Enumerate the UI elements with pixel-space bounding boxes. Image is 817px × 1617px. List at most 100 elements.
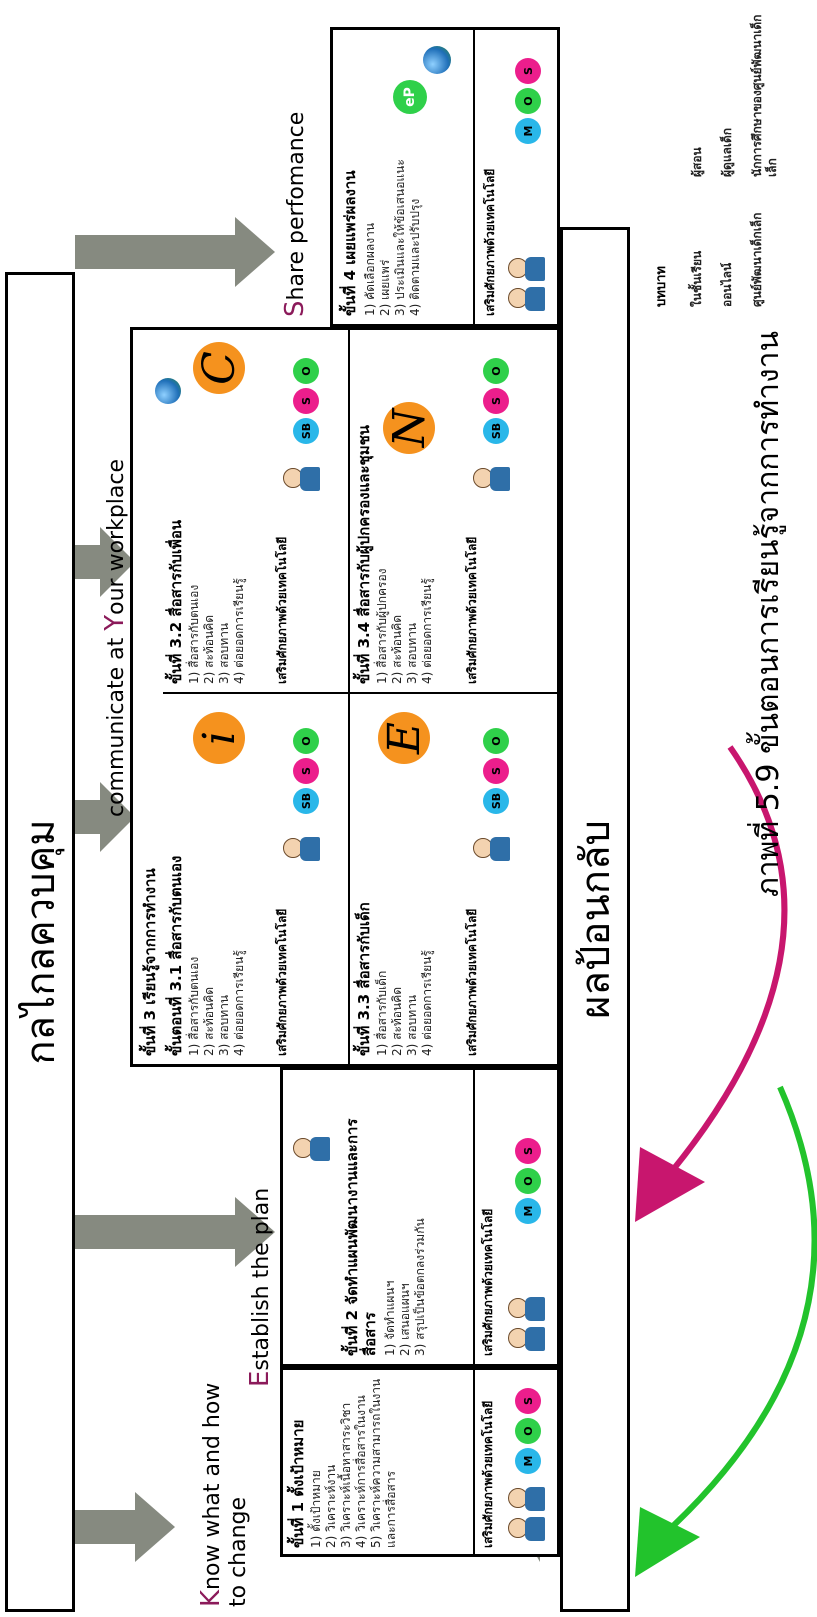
step4-item: 1) คัดเลือกผลงาน <box>363 222 377 316</box>
teacher-icon <box>283 834 321 864</box>
step4-item: 4) ติดตามและปรับปรุง <box>408 198 422 316</box>
badge-sb: SB <box>483 418 509 444</box>
step33-item: 2) สะท้อนคิด <box>390 986 404 1056</box>
step32-tech-label: เสริมศักยภาพด้วยเทคโนโลยี <box>275 536 289 684</box>
step34-title: ขั้นที่ 3.4 สื่อสารกับผู้ปกครองและชุมชน <box>355 424 373 684</box>
letter-circle-c: C <box>193 342 245 394</box>
step1-item: 3) วิเคราะห์เนื้อหาสาระวิชา <box>339 1402 353 1548</box>
globe-icon <box>155 378 181 404</box>
teacher-icon <box>508 1514 546 1544</box>
feedback-bar: ผลป้อนกลับ <box>560 227 630 1612</box>
green-arrowhead <box>635 1507 700 1577</box>
step1-item: 1) ตั้งเป้าหมาย <box>309 1470 323 1548</box>
legend: บทบาท ในชั้นเรียน ออนไลน์ ศูนย์พัฒนาเด็ก… <box>650 7 810 367</box>
phase-establish-rest: stablish the plan <box>249 1187 274 1371</box>
globe-icon <box>423 46 451 74</box>
step2-item: 3) สรุปเป็นข้อตกลงร่วมกัน <box>413 1218 427 1356</box>
step1-item: 2) วิเคราะห์งาน <box>324 1464 338 1548</box>
badge-s: S <box>483 388 509 414</box>
step31-item: 4) ต่อยอดการเรียนรู้ <box>232 950 246 1056</box>
letter-circle-e: E <box>378 712 430 764</box>
teacher-icon <box>508 284 546 314</box>
teacher-icon <box>508 1294 546 1324</box>
badge-o: O <box>515 88 541 114</box>
step2-item: 1) จัดทำแผนฯ <box>383 1280 397 1356</box>
phase-communicate-rest: our workplace <box>104 458 129 615</box>
teacher-icon <box>508 254 546 284</box>
step33-item: 4) ต่อยอดการเรียนรู้ <box>420 950 434 1056</box>
step1-divider <box>473 1370 475 1554</box>
badge-sb: SB <box>293 418 319 444</box>
phase-know-rest: now what and how <box>200 1382 225 1590</box>
badge-m: M <box>515 1198 541 1224</box>
figure-caption: ภาพที่ 5.9 ขั้นตอนการเรียนรู้จากการทำงาน <box>751 330 786 897</box>
step34-item: 1) สื่อสารกับผู้ปกครอง <box>375 568 389 684</box>
step34-tech-label: เสริมศักยภาพด้วยเทคโนโลยี <box>465 536 479 684</box>
phase-share-heading: Share perfomance <box>280 97 310 317</box>
step2-item: 2) เสนอแผนฯ <box>398 1283 412 1356</box>
badge-s: S <box>483 758 509 784</box>
step31-title: ขั้นตอนที่ 3.1 สื่อสารกับตนเอง <box>167 855 185 1056</box>
magenta-curve-arrow <box>647 745 788 1199</box>
teacher-icon <box>283 464 321 494</box>
step33-title: ขั้นที่ 3.3 สื่อสารกับเด็ก <box>355 902 373 1056</box>
step32-title: ขั้นที่ 3.2 สื่อสารกับเพื่อน <box>167 519 185 684</box>
legend-item: ผู้สอน <box>690 147 704 177</box>
step1-item: 4) วิเคราะห์การสื่อสารในงาน <box>354 1395 368 1548</box>
step31-item: 1) สื่อสารกับตนเอง <box>187 956 201 1056</box>
phase-know-cap: K <box>196 1589 226 1607</box>
step4-item: 2) เผยแพร่ <box>378 259 392 316</box>
step31-tech-label: เสริมศักยภาพด้วยเทคโนโลยี <box>275 908 289 1056</box>
control-bar-label: กลไกลควบคุม <box>18 819 64 1065</box>
step4-box: ขั้นที่ 4 เผยแพร่ผลงาน 1) คัดเลือกผลงาน … <box>330 27 560 327</box>
badge-o: O <box>515 1418 541 1444</box>
phase-establish-heading: Establish the plan <box>245 1127 275 1387</box>
letter-circle-i: i <box>193 712 245 764</box>
badge-sb: SB <box>483 788 509 814</box>
control-bar: กลไกลควบคุม <box>5 272 75 1612</box>
step34-item: 4) ต่อยอดการเรียนรู้ <box>420 578 434 684</box>
step31-item: 3) สอบทาน <box>217 994 231 1056</box>
phase-know-line2: to change <box>226 1496 251 1607</box>
legend-item: ในชั้นเรียน <box>690 250 704 307</box>
phase-establish-cap: E <box>245 1370 275 1387</box>
feedback-curves <box>635 745 817 1577</box>
step32-item: 3) สอบทาน <box>217 622 231 684</box>
badge-m: M <box>515 1448 541 1474</box>
step3-vdivider <box>163 692 559 694</box>
legend-item: นักการศึกษาของศูนย์พัฒนาเด็กเล็ก <box>750 14 779 177</box>
badge-m: M <box>515 118 541 144</box>
step4-tech-label: เสริมศักยภาพด้วยเทคโนโลยี <box>483 168 497 316</box>
teacher-icon <box>473 834 511 864</box>
badge-o: O <box>293 728 319 754</box>
step2-title: ขั้นที่ 2 จัดทำแผนพัฒนางานและการสื่อสาร <box>343 1118 379 1356</box>
badge-o: O <box>293 358 319 384</box>
step2-tech-label: เสริมศักยภาพด้วยเทคโนโลยี <box>481 1208 495 1356</box>
badge-s: S <box>515 58 541 84</box>
green-curve-arrow <box>648 1085 817 1550</box>
step32-item: 2) สะท้อนคิด <box>202 614 216 684</box>
badge-s: S <box>515 1138 541 1164</box>
step34-item: 3) สอบทาน <box>405 622 419 684</box>
badge-o: O <box>515 1168 541 1194</box>
step32-item: 4) ต่อยอดการเรียนรู้ <box>232 578 246 684</box>
feedback-bar-label: ผลป้อนกลับ <box>573 820 619 1019</box>
step2-divider <box>473 1070 475 1364</box>
legend-item: ผู้ดูแลเด็ก <box>720 127 734 177</box>
step2-box: ขั้นที่ 2 จัดทำแผนพัฒนางานและการสื่อสาร … <box>280 1067 560 1367</box>
phase-share-cap: S <box>280 300 310 317</box>
phase-communicate-pre: communicate at <box>104 630 129 817</box>
step33-tech-label: เสริมศักยภาพด้วยเทคโนโลยี <box>465 908 479 1056</box>
legend-item: ศูนย์พัฒนาเด็กเล็ก <box>750 212 764 307</box>
teacher-icon <box>508 1324 546 1354</box>
badge-s: S <box>293 758 319 784</box>
phase-share-rest: hare perfomance <box>284 111 309 301</box>
step3-box: ขั้นที่ 3 เรียนรู้จากการทำงาน ขั้นตอนที่… <box>130 327 560 1067</box>
step33-item: 1) สื่อสารกับเด็ก <box>375 970 389 1056</box>
step1-title: ขั้นที่ 1 ตั้งเป้าหมาย <box>289 1419 307 1548</box>
badge-o: O <box>483 728 509 754</box>
arrow-down-1 <box>75 1492 175 1562</box>
teacher-icon <box>293 1134 331 1164</box>
step4-title: ขั้นที่ 4 เผยแพร่ผลงาน <box>341 170 359 316</box>
